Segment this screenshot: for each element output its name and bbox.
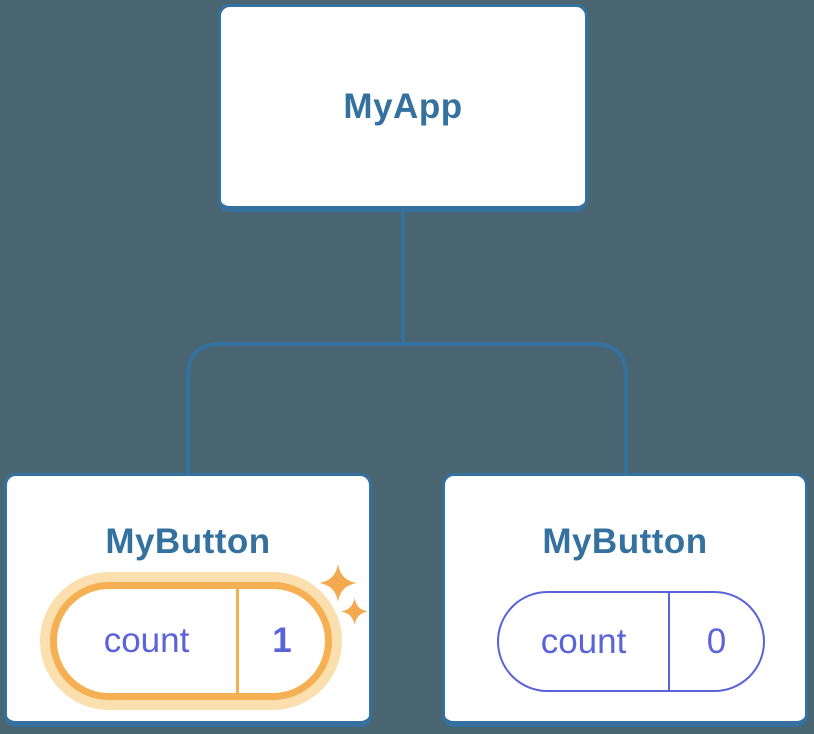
state-value: 0 <box>706 621 727 661</box>
node-myapp: MyApp <box>218 4 588 212</box>
state-pill-highlighted: count 1 <box>50 582 332 700</box>
state-pill-divider <box>668 593 670 690</box>
state-value: 1 <box>272 621 292 660</box>
node-mybutton-1-label: MyButton <box>105 522 271 561</box>
node-mybutton-1: MyButton count 1 <box>4 473 372 727</box>
state-pill: count 0 <box>497 591 765 692</box>
state-name: count <box>103 621 190 660</box>
sparkle-icon-small <box>341 598 368 625</box>
node-myapp-label: MyApp <box>343 86 463 126</box>
state-pill-divider <box>236 589 239 693</box>
node-mybutton-2-label: MyButton <box>542 522 708 561</box>
state-name: count <box>540 621 627 661</box>
node-mybutton-2: MyButton count 0 <box>442 473 808 727</box>
connector-branch <box>186 342 628 473</box>
